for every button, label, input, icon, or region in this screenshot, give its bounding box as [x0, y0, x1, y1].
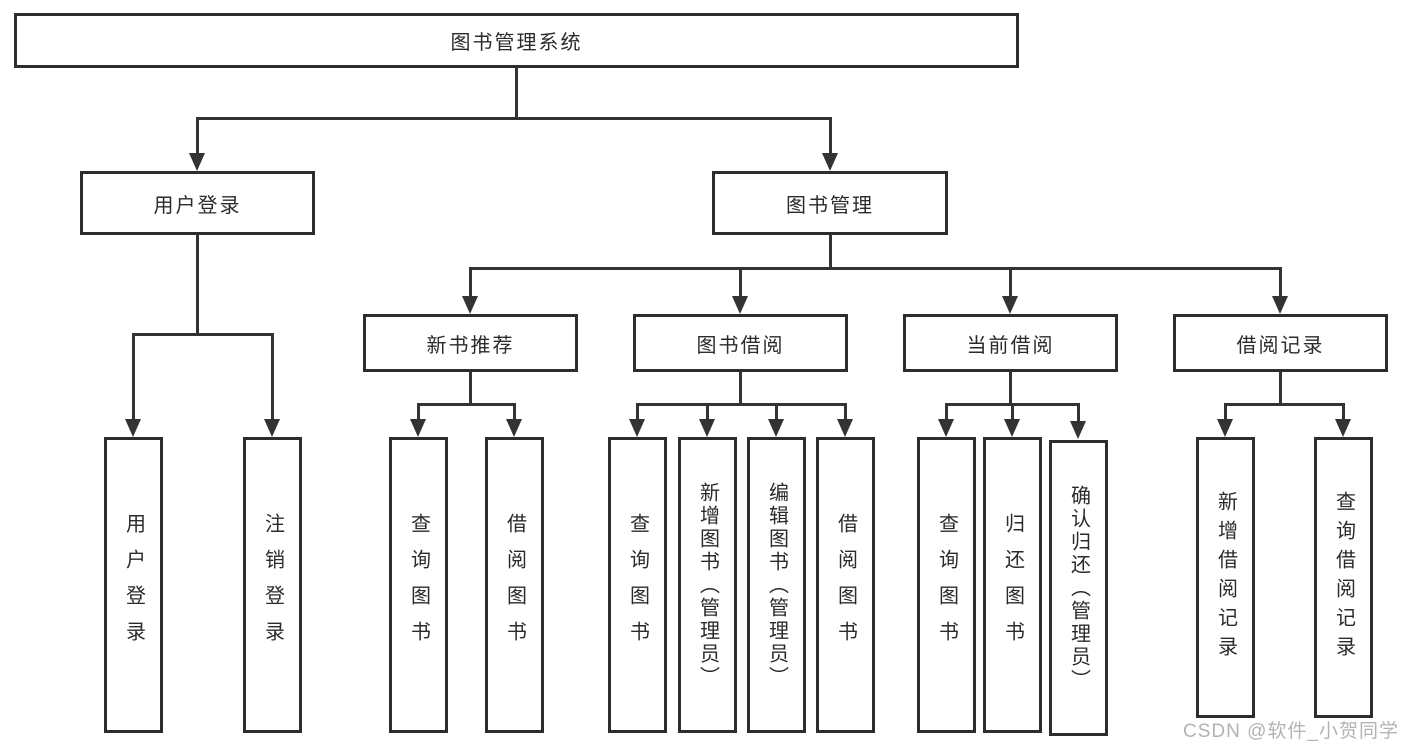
connector-drop-book-management — [829, 117, 832, 157]
connector-drop-recd-add — [1224, 403, 1227, 421]
leaf-records-add-record: 新增借阅记录 — [1196, 437, 1255, 718]
arrowhead-book-management — [822, 153, 838, 171]
connector-drop-records — [1279, 267, 1282, 299]
connector-drop-cur-query — [945, 403, 948, 421]
arrowhead-current — [1002, 296, 1018, 314]
arrowhead-recd-add — [1217, 419, 1233, 437]
arrowhead-cur-return — [1004, 419, 1020, 437]
connector-records-stem — [1279, 371, 1282, 406]
leaf-recommend-borrow-books: 借阅图书 — [485, 437, 544, 733]
connector-drop-bor-borrow — [844, 403, 847, 421]
arrowhead-recommend — [462, 296, 478, 314]
leaf-records-query-record: 查询借阅记录 — [1314, 437, 1373, 718]
leaf-borrow-borrow-books: 借阅图书 — [816, 437, 875, 733]
connector-records-bus — [1224, 403, 1344, 406]
connector-drop-recommend — [469, 267, 472, 299]
connector-mgmt-bus — [469, 267, 1282, 270]
connector-recommend-stem — [469, 371, 472, 406]
leaf-logout: 注销登录 — [243, 437, 302, 733]
connector-mgmt-stem — [829, 234, 832, 270]
arrowhead-borrowing — [732, 296, 748, 314]
connector-drop-cur-confirm — [1077, 403, 1080, 421]
connector-drop-leaf-logout — [271, 333, 274, 421]
arrowhead-bor-query — [629, 419, 645, 437]
leaf-current-return-books: 归还图书 — [983, 437, 1042, 733]
arrowhead-rec-borrow — [506, 419, 522, 437]
leaf-recommend-query-books: 查询图书 — [389, 437, 448, 733]
leaf-current-confirm-return-admin: 确认归还（管理员） — [1049, 440, 1108, 736]
node-current-borrowing: 当前借阅 — [903, 314, 1118, 372]
arrowhead-records — [1272, 296, 1288, 314]
leaf-borrow-query-books: 查询图书 — [608, 437, 667, 733]
connector-borrowing-stem — [739, 371, 742, 406]
connector-current-stem — [1009, 371, 1012, 406]
connector-root-bus — [196, 117, 832, 120]
connector-login-bus — [132, 333, 274, 336]
connector-drop-bor-query — [636, 403, 639, 421]
connector-login-stem — [196, 234, 199, 336]
arrowhead-leaf-logout — [264, 419, 280, 437]
node-book-borrowing: 图书借阅 — [633, 314, 848, 372]
connector-recommend-bus — [417, 403, 516, 406]
connector-drop-current — [1009, 267, 1012, 299]
arrowhead-leaf-user-login — [125, 419, 141, 437]
connector-root-stem — [515, 67, 518, 118]
arrowhead-bor-edit — [768, 419, 784, 437]
arrowhead-rec-query — [410, 419, 426, 437]
node-user-login: 用户登录 — [80, 171, 315, 235]
arrowhead-bor-add — [699, 419, 715, 437]
leaf-current-query-books: 查询图书 — [917, 437, 976, 733]
connector-drop-cur-return — [1011, 403, 1014, 421]
connector-drop-borrowing — [739, 267, 742, 299]
node-borrowing-records: 借阅记录 — [1173, 314, 1388, 372]
connector-drop-rec-borrow — [513, 403, 516, 421]
node-new-book-recommend: 新书推荐 — [363, 314, 578, 372]
csdn-watermark: CSDN @软件_小贺同学 — [1183, 721, 1399, 742]
connector-drop-rec-query — [417, 403, 420, 421]
arrowhead-cur-confirm — [1070, 421, 1086, 439]
connector-borrowing-bus — [636, 403, 846, 406]
connector-drop-bor-add — [706, 403, 709, 421]
connector-drop-recd-query — [1342, 403, 1345, 421]
connector-drop-bor-edit — [775, 403, 778, 421]
node-book-management: 图书管理 — [712, 171, 948, 235]
leaf-user-login: 用户登录 — [104, 437, 163, 733]
connector-drop-user-login — [196, 117, 199, 157]
arrowhead-cur-query — [938, 419, 954, 437]
arrowhead-bor-borrow — [837, 419, 853, 437]
leaf-borrow-edit-books-admin: 编辑图书（管理员） — [747, 437, 806, 733]
arrowhead-user-login — [189, 153, 205, 171]
leaf-borrow-add-books-admin: 新增图书（管理员） — [678, 437, 737, 733]
arrowhead-recd-query — [1335, 419, 1351, 437]
node-root-library-system: 图书管理系统 — [14, 13, 1019, 68]
connector-drop-leaf-user-login — [132, 333, 135, 421]
